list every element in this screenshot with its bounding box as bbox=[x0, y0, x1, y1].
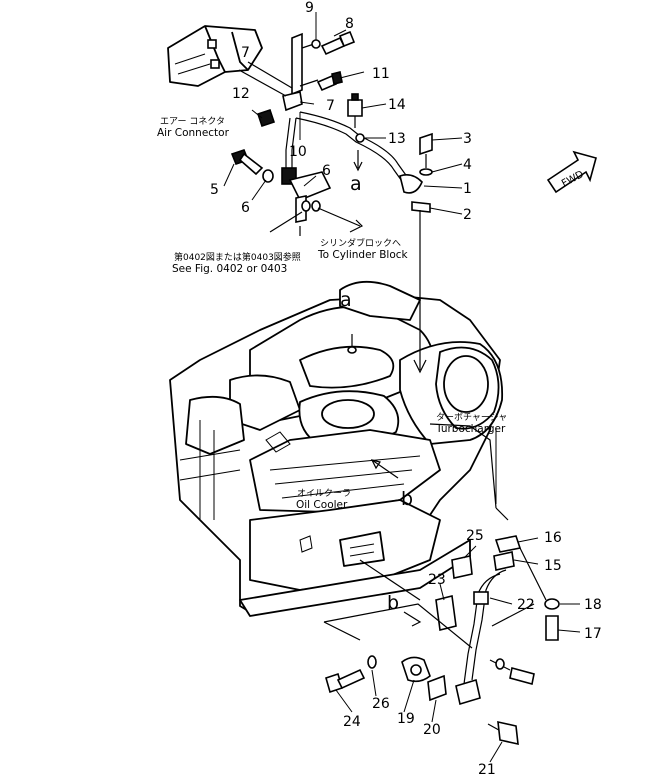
cylinder-block-label-jp: シリンダブロックへ bbox=[320, 237, 401, 249]
turbo-line bbox=[413, 210, 497, 509]
part-number: 2 bbox=[463, 207, 472, 223]
part-number: 16 bbox=[544, 530, 562, 546]
view-ref-b: b bbox=[387, 592, 399, 614]
part-number: 23 bbox=[428, 572, 446, 588]
air-connector bbox=[167, 25, 263, 87]
part-number: 7 bbox=[326, 98, 335, 114]
part-number: 20 bbox=[423, 722, 441, 738]
air-connector-label-jp: エアー コネクタ bbox=[160, 116, 225, 127]
part-number: 17 bbox=[584, 626, 602, 642]
view-ref-a: a bbox=[350, 173, 362, 195]
oil-cooler-label-jp: オイルクーラ bbox=[297, 488, 351, 499]
part-number: 4 bbox=[463, 157, 472, 173]
part-number: 11 bbox=[372, 66, 390, 82]
engine-block bbox=[169, 280, 504, 617]
part-number: 8 bbox=[345, 16, 354, 32]
part-number: 3 bbox=[463, 131, 472, 147]
part-number: 10 bbox=[289, 144, 307, 160]
bracket-assembly bbox=[238, 30, 356, 112]
turbocharger-label-jp: ターボチャージャ bbox=[436, 412, 507, 423]
part-number: 1 bbox=[463, 181, 472, 197]
part-number: 15 bbox=[544, 558, 562, 574]
turbocharger-label: Turbocharger bbox=[435, 423, 506, 435]
part-number: 13 bbox=[388, 131, 406, 147]
callout-labels: エアー コネクタ Air Connector 第0402図または第0403図参照… bbox=[157, 116, 507, 511]
air-connector-label: Air Connector bbox=[157, 127, 230, 139]
fwd-indicator: FWD bbox=[546, 150, 597, 194]
see-fig-label-jp: 第0402図または第0403図参照 bbox=[174, 251, 301, 263]
part-number: 24 bbox=[343, 714, 361, 730]
part-number: 14 bbox=[388, 97, 406, 113]
see-fig-label: See Fig. 0402 or 0403 bbox=[172, 263, 287, 275]
view-ref-a: a bbox=[340, 289, 352, 311]
part-number: 6 bbox=[322, 163, 331, 179]
part-number: 19 bbox=[397, 711, 415, 727]
lower-parts bbox=[325, 655, 447, 702]
view-ref-b: b bbox=[401, 488, 413, 510]
part-number-labels: 9 8 11 7 7 14 12 13 10 3 4 1 2 6 5 6 16 … bbox=[210, 0, 602, 776]
part-number: 25 bbox=[466, 528, 484, 544]
left-bolt-group bbox=[230, 108, 364, 236]
part-number: 6 bbox=[241, 200, 250, 216]
part-number: 9 bbox=[305, 0, 314, 16]
oil-cooler-label: Oil Cooler bbox=[296, 499, 348, 511]
leader-lines bbox=[223, 12, 581, 763]
part-number: 21 bbox=[478, 762, 496, 776]
part-number: 22 bbox=[517, 597, 535, 613]
part-number: 12 bbox=[232, 86, 250, 102]
part-number: 7 bbox=[241, 45, 250, 61]
view-references: a a b b bbox=[340, 173, 413, 614]
cylinder-block-label: To Cylinder Block bbox=[317, 249, 409, 261]
part-number: 5 bbox=[210, 182, 219, 198]
part-number: 18 bbox=[584, 597, 602, 613]
part-number: 26 bbox=[372, 696, 390, 712]
